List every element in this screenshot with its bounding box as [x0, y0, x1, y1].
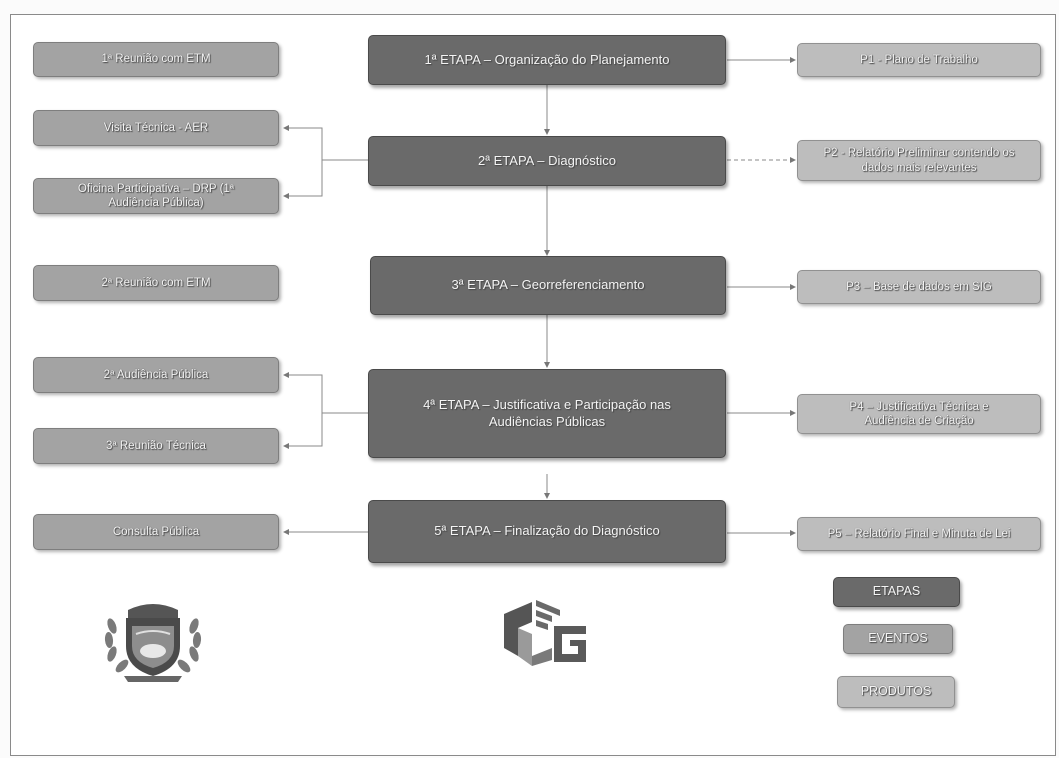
eg-logo-icon [504, 600, 586, 666]
evento-6-box: 3ª Reunião Técnica [33, 428, 279, 464]
produto-3-label: P3 – Base de dados em SIG [846, 280, 992, 293]
etapa-1-label: 1ª ETAPA – Organização do Planejamento [424, 51, 670, 67]
evento-7-box: Consulta Pública [33, 514, 279, 550]
produto-1-label: P1 - Plano de Trabalho [860, 53, 978, 66]
evento-6-label: 3ª Reunião Técnica [106, 439, 206, 452]
evento-7-label: Consulta Pública [112, 525, 200, 538]
produto-5-label: P5 – Relatório Final e Minuta de Lei [827, 527, 1011, 540]
etapa-2-label: 2ª ETAPA – Diagnóstico [477, 152, 616, 168]
arrow-etapa2-visita [283, 125, 368, 161]
evento-4-label: 2ª Reunião com ETM [101, 276, 211, 289]
evento-5-box: 2ª Audiência Pública [33, 357, 279, 393]
legend-produtos: PRODUTOS [837, 676, 955, 708]
legend-etapas: ETAPAS [833, 577, 960, 607]
legend-produtos-label: PRODUTOS [860, 684, 932, 699]
etapa-2-box: 2ª ETAPA – Diagnóstico [368, 136, 726, 186]
evento-1-box: 1ª Reunião com ETM [33, 42, 279, 77]
legend-etapas-label: ETAPAS [872, 584, 921, 599]
etapa-3-box: 3ª ETAPA – Georreferenciamento [370, 256, 726, 315]
produto-4-box: P4 – Justificativa Técnica e Audiência d… [797, 394, 1041, 434]
evento-4-box: 2ª Reunião com ETM [33, 265, 279, 301]
produto-3-box: P3 – Base de dados em SIG [797, 270, 1041, 304]
etapa-4-label: 4ª ETAPA – Justificativa e Participação … [423, 397, 671, 429]
coat-of-arms-icon [104, 604, 202, 682]
legend-eventos: EVENTOS [843, 624, 953, 654]
produto-2-label: P2 - Relatório Preliminar contendo os da… [823, 147, 1015, 174]
arrow-etapa2-oficina [283, 160, 323, 199]
etapa-4-box: 4ª ETAPA – Justificativa e Participação … [368, 369, 726, 458]
produto-4-label: P4 – Justificativa Técnica e Audiência d… [849, 400, 989, 427]
etapa-3-label: 3ª ETAPA – Georreferenciamento [451, 277, 645, 293]
produto-1-box: P1 - Plano de Trabalho [797, 43, 1041, 77]
evento-3-label: Oficina Participativa – DRP (1ª Audiênci… [77, 182, 235, 209]
evento-1-label: 1ª Reunião com ETM [101, 53, 211, 66]
arrow-etapa4-reuniao [283, 413, 323, 449]
etapa-5-box: 5ª ETAPA – Finalização do Diagnóstico [368, 500, 726, 563]
etapa-5-label: 5ª ETAPA – Finalização do Diagnóstico [434, 523, 660, 539]
etapa-1-box: 1ª ETAPA – Organização do Planejamento [368, 35, 726, 85]
evento-2-label: Visita Técnica - AER [103, 121, 209, 134]
produto-2-box: P2 - Relatório Preliminar contendo os da… [797, 140, 1041, 181]
produto-5-box: P5 – Relatório Final e Minuta de Lei [797, 517, 1041, 551]
arrow-etapa4-audiencia [283, 372, 368, 414]
legend-eventos-label: EVENTOS [868, 631, 928, 646]
evento-2-box: Visita Técnica - AER [33, 110, 279, 146]
evento-5-label: 2ª Audiência Pública [103, 368, 209, 381]
evento-3-box: Oficina Participativa – DRP (1ª Audiênci… [33, 178, 279, 214]
